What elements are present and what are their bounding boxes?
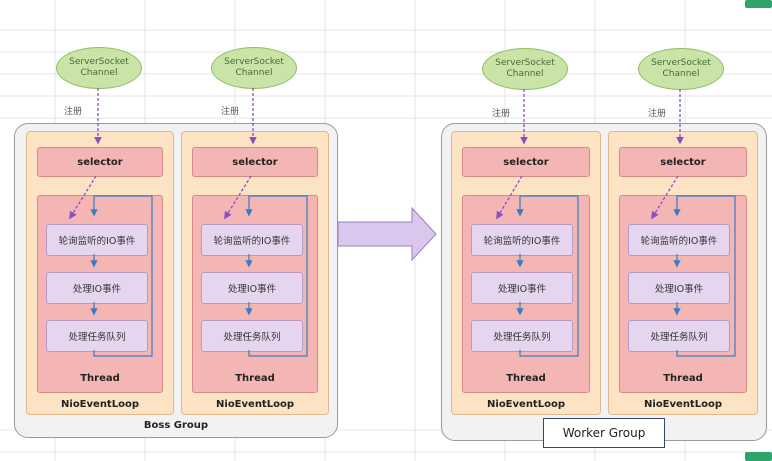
channel-text-2: Channel [235,68,273,78]
step-handle-io: 处理IO事件 [628,272,730,304]
step-task-queue: 处理任务队列 [471,320,573,352]
server-socket-channel-4: ServerSocket Channel [638,48,724,90]
step-task-queue: 处理任务队列 [628,320,730,352]
step-handle-io: 处理IO事件 [46,272,148,304]
selector: selector [192,147,318,177]
channel-text-2: Channel [662,69,700,79]
nio-event-loop-label: NioEventLoop [644,399,722,410]
channel-text-1: ServerSocket [224,57,284,67]
selector: selector [619,147,747,177]
server-socket-channel-3: ServerSocket Channel [482,48,568,90]
register-label-3: 注册 [492,109,511,119]
thread-label: Thread [506,373,546,384]
boss-event-loop-1: selector 轮询监听的IO事件 处理IO事件 处理任务队列 Thread … [26,131,174,415]
thread-label: Thread [235,373,275,384]
channel-text-1: ServerSocket [651,58,711,68]
register-label-2: 注册 [221,107,240,117]
register-label-4: 注册 [648,109,667,119]
corner-tab-icon-bottom [745,452,772,461]
step-poll-io: 轮询监听的IO事件 [471,224,573,256]
step-task-queue: 处理任务队列 [46,320,148,352]
channel-text-1: ServerSocket [69,57,129,67]
thread-label: Thread [663,373,703,384]
worker-group-label: Worker Group [543,418,665,448]
worker-event-loop-2: selector 轮询监听的IO事件 处理IO事件 处理任务队列 Thread … [608,131,758,415]
channel-text-2: Channel [80,68,118,78]
selector: selector [462,147,590,177]
step-handle-io: 处理IO事件 [471,272,573,304]
thread-block: 轮询监听的IO事件 处理IO事件 处理任务队列 Thread [192,195,318,393]
step-handle-io: 处理IO事件 [201,272,303,304]
selector: selector [37,147,163,177]
step-poll-io: 轮询监听的IO事件 [46,224,148,256]
boss-group-label: Boss Group [143,420,209,431]
step-poll-io: 轮询监听的IO事件 [201,224,303,256]
nio-event-loop-label: NioEventLoop [61,399,139,410]
step-poll-io: 轮询监听的IO事件 [628,224,730,256]
channel-text-2: Channel [506,69,544,79]
server-socket-channel-1: ServerSocket Channel [56,47,142,89]
register-label-1: 注册 [64,107,83,117]
worker-event-loop-1: selector 轮询监听的IO事件 处理IO事件 处理任务队列 Thread … [451,131,601,415]
thread-block: 轮询监听的IO事件 处理IO事件 处理任务队列 Thread [619,195,747,393]
nio-event-loop-label: NioEventLoop [487,399,565,410]
thread-block: 轮询监听的IO事件 处理IO事件 处理任务队列 Thread [37,195,163,393]
thread-label: Thread [80,373,120,384]
nio-event-loop-label: NioEventLoop [216,399,294,410]
channel-text-1: ServerSocket [495,58,555,68]
step-task-queue: 处理任务队列 [201,320,303,352]
thread-block: 轮询监听的IO事件 处理IO事件 处理任务队列 Thread [462,195,590,393]
corner-tab-icon [745,0,772,8]
boss-event-loop-2: selector 轮询监听的IO事件 处理IO事件 处理任务队列 Thread … [181,131,329,415]
server-socket-channel-2: ServerSocket Channel [211,47,297,89]
